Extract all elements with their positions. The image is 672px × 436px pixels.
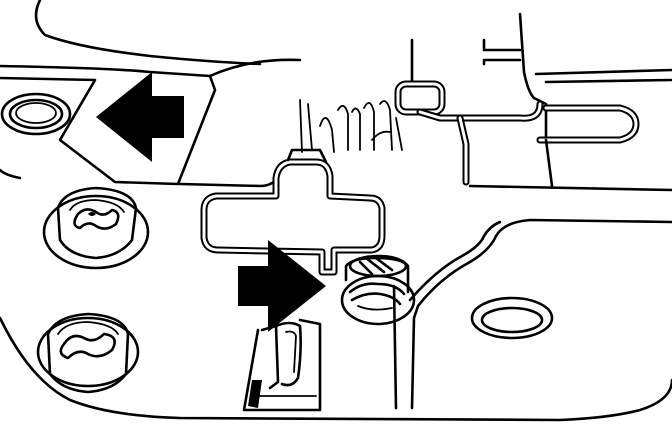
bolt-head-top-left <box>0 92 72 136</box>
socket-upper-left <box>42 186 150 270</box>
lower-pan-outline <box>0 218 672 422</box>
bolt-head-lower-right <box>470 296 554 340</box>
left-pointing-arrow <box>96 72 184 162</box>
connector-block <box>394 80 640 188</box>
right-column-structure <box>410 12 672 138</box>
slotted-screw <box>340 254 416 326</box>
right-pointing-arrow <box>238 240 326 332</box>
retaining-clip <box>242 318 322 412</box>
wire-pins <box>299 99 403 153</box>
socket-lower-left <box>36 312 140 394</box>
upper-housing-outline <box>0 0 672 192</box>
cross-shaped-gasket <box>200 148 386 276</box>
